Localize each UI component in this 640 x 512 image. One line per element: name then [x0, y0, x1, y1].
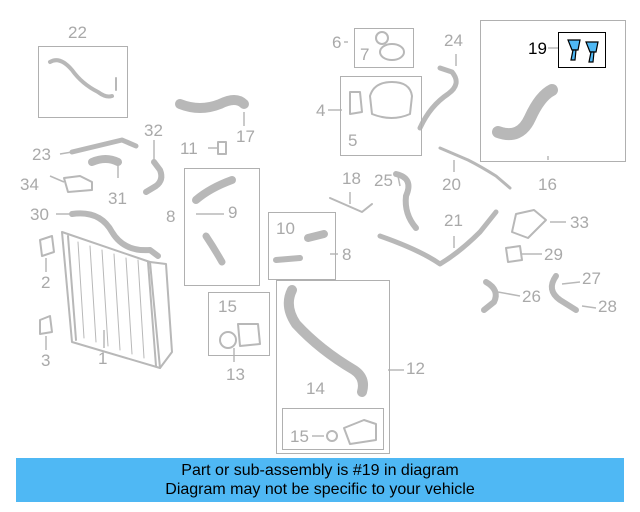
label-28: 28: [598, 297, 617, 316]
clip-29-part: [505, 245, 523, 263]
label-8-left: 8: [166, 207, 176, 226]
group-box-16: [480, 20, 626, 162]
banner-line-2: Diagram may not be specific to your vehi…: [165, 481, 475, 498]
fitting-33-part: [511, 209, 547, 239]
hose-30-part: [69, 210, 161, 259]
label-24: 24: [444, 31, 463, 50]
label-27: 27: [582, 269, 601, 288]
hose-27-part: [548, 273, 579, 313]
label-10: 10: [276, 219, 295, 238]
label-26: 26: [522, 287, 541, 306]
label-3: 3: [41, 351, 51, 370]
hose-25-part: [393, 171, 419, 231]
label-20: 20: [442, 175, 461, 194]
group-box-14: [282, 408, 384, 450]
group-box-6-7: [354, 28, 414, 68]
pipe-10-part: [273, 255, 303, 263]
part-19-clips: [567, 39, 599, 63]
group-box-12: [276, 280, 390, 454]
label-25: 25: [374, 171, 393, 190]
label-14: 14: [306, 379, 325, 398]
label-21: 21: [444, 211, 463, 230]
group-box-4-5: [340, 76, 422, 156]
group-box-8-9: [184, 168, 260, 286]
label-6: 6: [332, 33, 342, 52]
radiator-part: [61, 231, 173, 369]
bracket-3-part: [39, 315, 53, 335]
clip-19a-icon: [567, 39, 581, 51]
label-19: 19: [528, 39, 547, 58]
clip-11-part: [217, 141, 227, 155]
label-30: 30: [30, 205, 49, 224]
label-23: 23: [32, 145, 51, 164]
label-15-box14: 15: [290, 427, 309, 446]
label-32: 32: [144, 121, 163, 140]
hose-31-part: [88, 155, 122, 166]
line-20-part: [438, 146, 512, 190]
cap-7-part: [379, 43, 405, 61]
hose-12-part: [283, 285, 368, 397]
pipe-16-part: [492, 84, 558, 141]
label-34: 34: [20, 175, 39, 194]
pipe-9-part: [192, 176, 236, 204]
clip-19b-icon: [585, 41, 599, 53]
group-box-22: [38, 46, 128, 118]
label-4: 4: [316, 101, 326, 120]
banner-line-1: Part or sub-assembly is #19 in diagram: [181, 462, 459, 479]
label-8-right: 8: [342, 245, 352, 264]
harness-22-part: [48, 58, 114, 99]
hose-23-part: [69, 137, 139, 155]
bracket-2-part: [39, 235, 55, 257]
hose-17-part: [175, 95, 249, 113]
info-banner: Part or sub-assembly is #19 in diagram D…: [16, 458, 624, 502]
label-5: 5: [348, 131, 358, 150]
label-1: 1: [98, 349, 108, 368]
label-12: 12: [406, 359, 425, 378]
label-7: 7: [360, 45, 370, 64]
hose-24-part: [417, 65, 459, 131]
bracket-18-part: [329, 197, 373, 213]
label-17: 17: [236, 127, 255, 146]
label-31: 31: [108, 189, 127, 208]
label-13: 13: [226, 365, 245, 384]
label-33: 33: [570, 213, 589, 232]
pipe-21-part: [377, 209, 499, 267]
hose-32-part: [143, 159, 165, 195]
label-15-box13: 15: [218, 297, 237, 316]
label-9: 9: [228, 203, 238, 222]
label-16: 16: [538, 175, 557, 194]
label-22: 22: [68, 23, 87, 42]
label-2: 2: [41, 273, 51, 292]
group-box-10: [268, 212, 336, 280]
flange-34-part: [63, 175, 93, 193]
parts-diagram: [39, 31, 599, 445]
group-box-13: [208, 292, 270, 356]
label-18: 18: [342, 169, 361, 188]
hose-26-part: [481, 279, 499, 313]
fitting-14-part: [343, 419, 377, 445]
label-11: 11: [180, 139, 198, 158]
tank-5-part: [369, 81, 413, 119]
highlight-box-19: [558, 32, 606, 68]
label-29: 29: [544, 245, 563, 264]
